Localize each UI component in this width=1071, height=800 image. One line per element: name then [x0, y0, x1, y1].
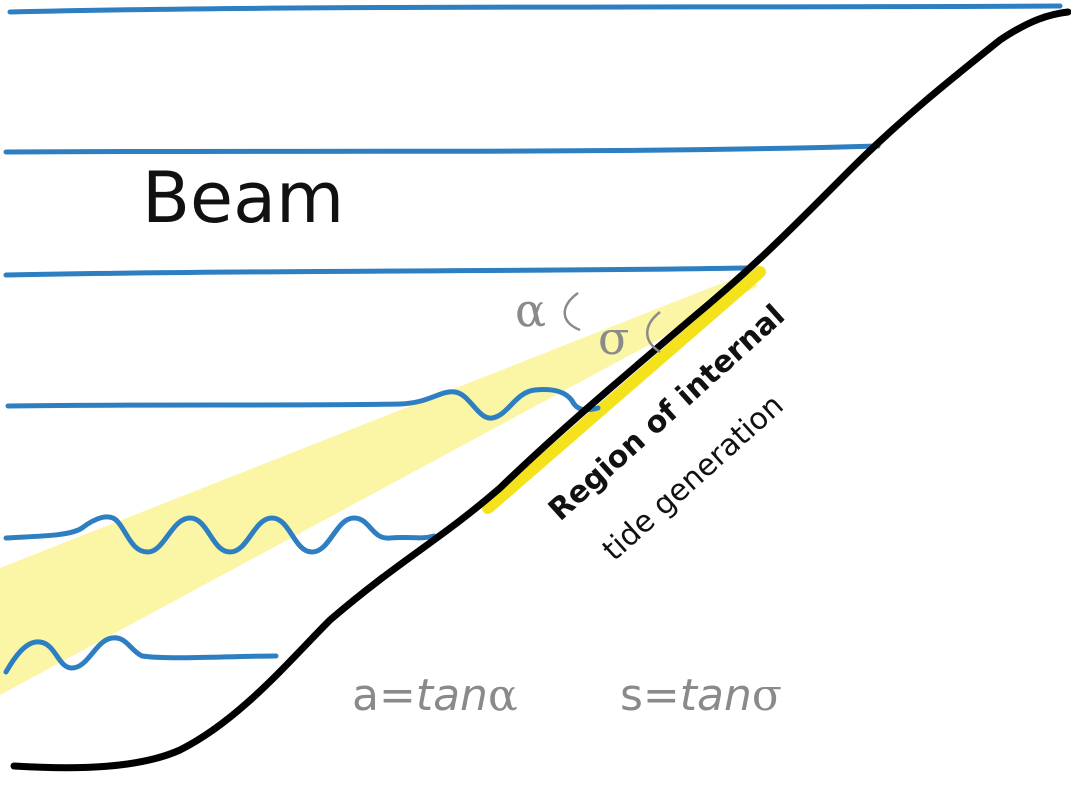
slope-s-lhs: s= — [620, 670, 680, 721]
isopycnal-line-2 — [3, 143, 881, 155]
slope-s-func: tan — [680, 670, 752, 721]
generation-region — [482, 266, 766, 514]
slope-a-lhs: a= — [352, 670, 416, 721]
alpha-angle-arc — [563, 291, 581, 332]
isopycnal-line-4-wavy — [5, 387, 601, 421]
sigma-symbol: σ — [598, 311, 629, 365]
isopycnal-line-3 — [3, 265, 751, 278]
sigma-angle-arc — [646, 311, 661, 354]
isopycnal-line-5-wavy — [3, 514, 437, 555]
alpha-symbol: α — [515, 283, 546, 337]
isopycnal-line-6-wavy — [3, 635, 279, 675]
slope-a-equation: a=tanα — [352, 670, 518, 721]
slope-s-var: σ — [752, 670, 782, 721]
beam-band — [0, 274, 758, 695]
isopycnal-line-1 — [7, 3, 1063, 15]
topography-slope — [10, 8, 1071, 772]
beam-label: Beam — [142, 157, 344, 239]
slope-s-equation: s=tanσ — [620, 670, 782, 721]
region-label-line2: tide generation — [596, 388, 791, 568]
slope-a-var: α — [488, 670, 518, 721]
slope-a-func: tan — [416, 670, 488, 721]
